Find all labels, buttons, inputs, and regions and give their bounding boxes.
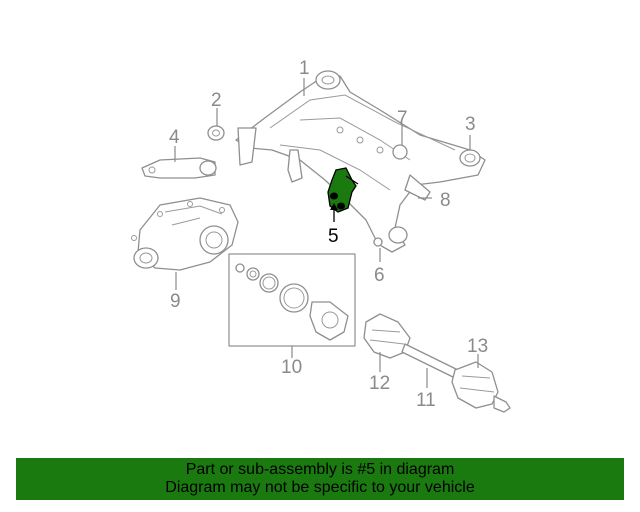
- callout-8: 8: [440, 190, 451, 211]
- callout-3: 3: [465, 114, 476, 135]
- joint-kit-box: [228, 253, 356, 347]
- callout-5: 5: [328, 226, 339, 247]
- axle-shaft: [363, 313, 511, 413]
- callout-11: 11: [416, 390, 436, 411]
- notice-banner: Part or sub-assembly is #5 in diagram Di…: [16, 458, 624, 500]
- rear-subframe: [235, 70, 486, 253]
- callout-6: 6: [374, 265, 385, 286]
- differential-mount-bracket: [141, 157, 217, 179]
- subframe-bushing-left: [207, 125, 225, 141]
- highlighted-bracket-part-5: [327, 167, 359, 213]
- callout-1: 1: [299, 58, 310, 79]
- differential-housing: [131, 197, 239, 271]
- banner-line-1: Part or sub-assembly is #5 in diagram: [185, 461, 455, 478]
- callout-13: 13: [467, 336, 488, 357]
- callout-12: 12: [369, 373, 390, 394]
- callout-numbers: 1 2 3 4 5 6 7 8 9 10 11 12 13: [169, 58, 488, 411]
- callout-4: 4: [169, 127, 180, 148]
- callout-10: 10: [281, 357, 302, 378]
- callout-9: 9: [170, 291, 181, 312]
- callout-7: 7: [397, 108, 408, 129]
- callout-2: 2: [211, 90, 222, 111]
- leader-lines: [174, 78, 479, 388]
- banner-line-2: Diagram may not be specific to your vehi…: [165, 479, 475, 496]
